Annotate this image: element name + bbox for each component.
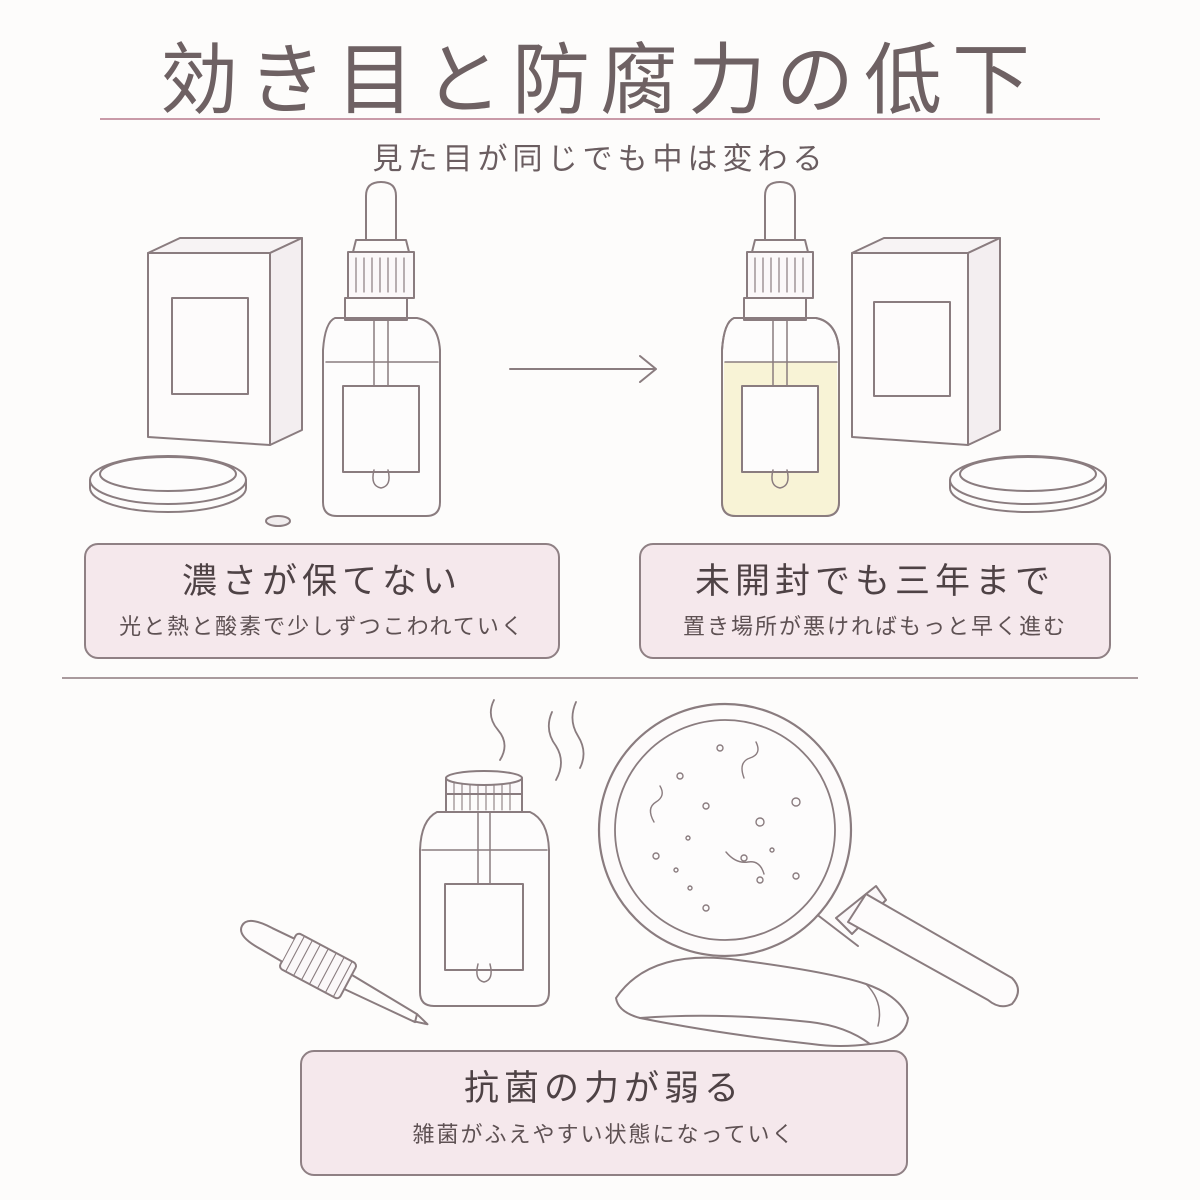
dropper-bottle-icon xyxy=(721,181,840,517)
box-icon xyxy=(851,237,1001,446)
card-heading: 濃さが保てない xyxy=(181,562,462,602)
card-text: 置き場所が悪ければもっと早く進む xyxy=(682,615,1067,640)
magnifier-icon xyxy=(597,702,1019,1008)
dish-icon xyxy=(949,455,1107,513)
odor-icon xyxy=(489,699,585,781)
open-bottle-icon xyxy=(419,770,550,1007)
info-card-concentration: 濃さが保てない 光と熱と酸素で少しずつこわれていく xyxy=(84,543,560,659)
title-divider xyxy=(100,118,1100,120)
card-heading: 未開封でも三年まで xyxy=(694,562,1055,602)
box-icon xyxy=(147,237,303,446)
page-subtitle: 見た目が同じでも中は変わる xyxy=(372,142,828,177)
page-title: 効き目と防腐力の低下 xyxy=(159,36,1040,126)
card-text: 雑菌がふえやすい状態になっていく xyxy=(412,1123,796,1148)
info-card-antibacterial: 抗菌の力が弱る 雑菌がふえやすい状態になっていく xyxy=(300,1050,908,1176)
card-heading: 抗菌の力が弱る xyxy=(463,1069,744,1109)
card-text: 光と熱と酸素で少しずつこわれていく xyxy=(119,615,525,640)
info-card-shelf-life: 未開封でも三年まで 置き場所が悪ければもっと早く進む xyxy=(639,543,1111,659)
bacteria-icon xyxy=(649,741,801,912)
dropper-bottle-icon xyxy=(322,181,441,517)
dish-icon xyxy=(89,455,247,513)
arrow-right-icon xyxy=(509,355,657,383)
section-divider xyxy=(62,677,1138,679)
towel-icon xyxy=(615,956,909,1047)
dropper-icon xyxy=(240,919,429,1026)
droplet-icon xyxy=(265,515,291,527)
